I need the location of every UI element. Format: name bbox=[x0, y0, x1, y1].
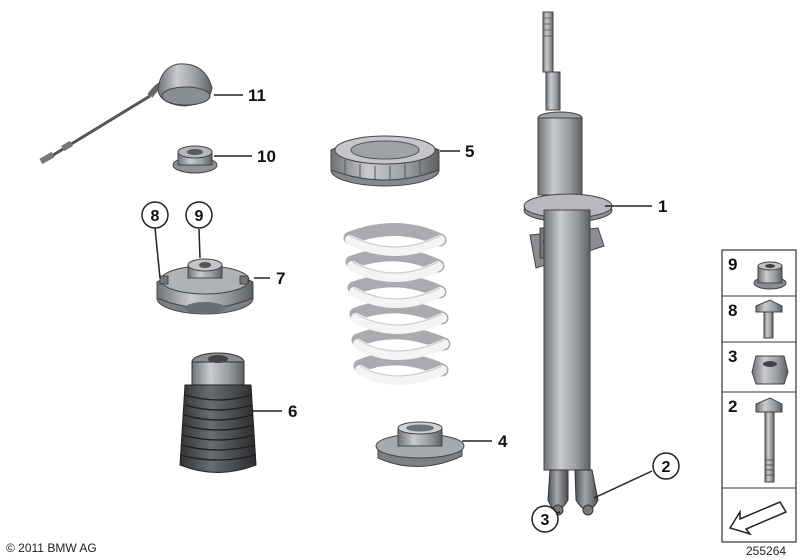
flange-nut-icon bbox=[753, 261, 787, 290]
part-4-lower-seat bbox=[375, 421, 465, 467]
copyright: © 2011 BMW AG bbox=[6, 541, 97, 555]
callout-9: 9 bbox=[195, 208, 204, 225]
callout-10: 10 bbox=[257, 147, 276, 166]
callout-4: 4 bbox=[498, 432, 508, 451]
callout-5: 5 bbox=[465, 142, 474, 161]
part-10-cup bbox=[172, 145, 218, 174]
part-6-boot bbox=[179, 352, 257, 473]
part-5-upper-seat bbox=[330, 135, 440, 187]
part-7-mount bbox=[156, 258, 254, 315]
side-label-9: 9 bbox=[728, 255, 737, 274]
coil-spring bbox=[343, 223, 451, 385]
side-label-2: 2 bbox=[728, 397, 737, 416]
side-label-8: 8 bbox=[728, 301, 737, 320]
callout-1: 1 bbox=[658, 197, 667, 216]
part-1-shock-absorber bbox=[523, 11, 613, 516]
part-11-sensor bbox=[39, 63, 213, 165]
callout-3: 3 bbox=[541, 512, 550, 529]
callout-11: 11 bbox=[248, 86, 266, 105]
direction-arrow-icon bbox=[728, 501, 788, 536]
callout-6: 6 bbox=[288, 402, 297, 421]
hex-nut-icon bbox=[751, 355, 789, 385]
callout-8: 8 bbox=[151, 208, 160, 225]
diagram-number: 255264 bbox=[746, 544, 787, 558]
callout-3-ring bbox=[531, 505, 559, 533]
callout-9-ring bbox=[185, 201, 213, 229]
callout-2-ring bbox=[652, 452, 680, 480]
side-panel: 9 8 3 2 bbox=[721, 249, 797, 543]
small-bolt-icon bbox=[755, 299, 783, 339]
callout-8-ring bbox=[141, 201, 169, 229]
callout-2: 2 bbox=[662, 459, 671, 476]
callout-7: 7 bbox=[276, 269, 285, 288]
long-bolt-icon bbox=[755, 397, 783, 483]
side-label-3: 3 bbox=[728, 347, 737, 366]
